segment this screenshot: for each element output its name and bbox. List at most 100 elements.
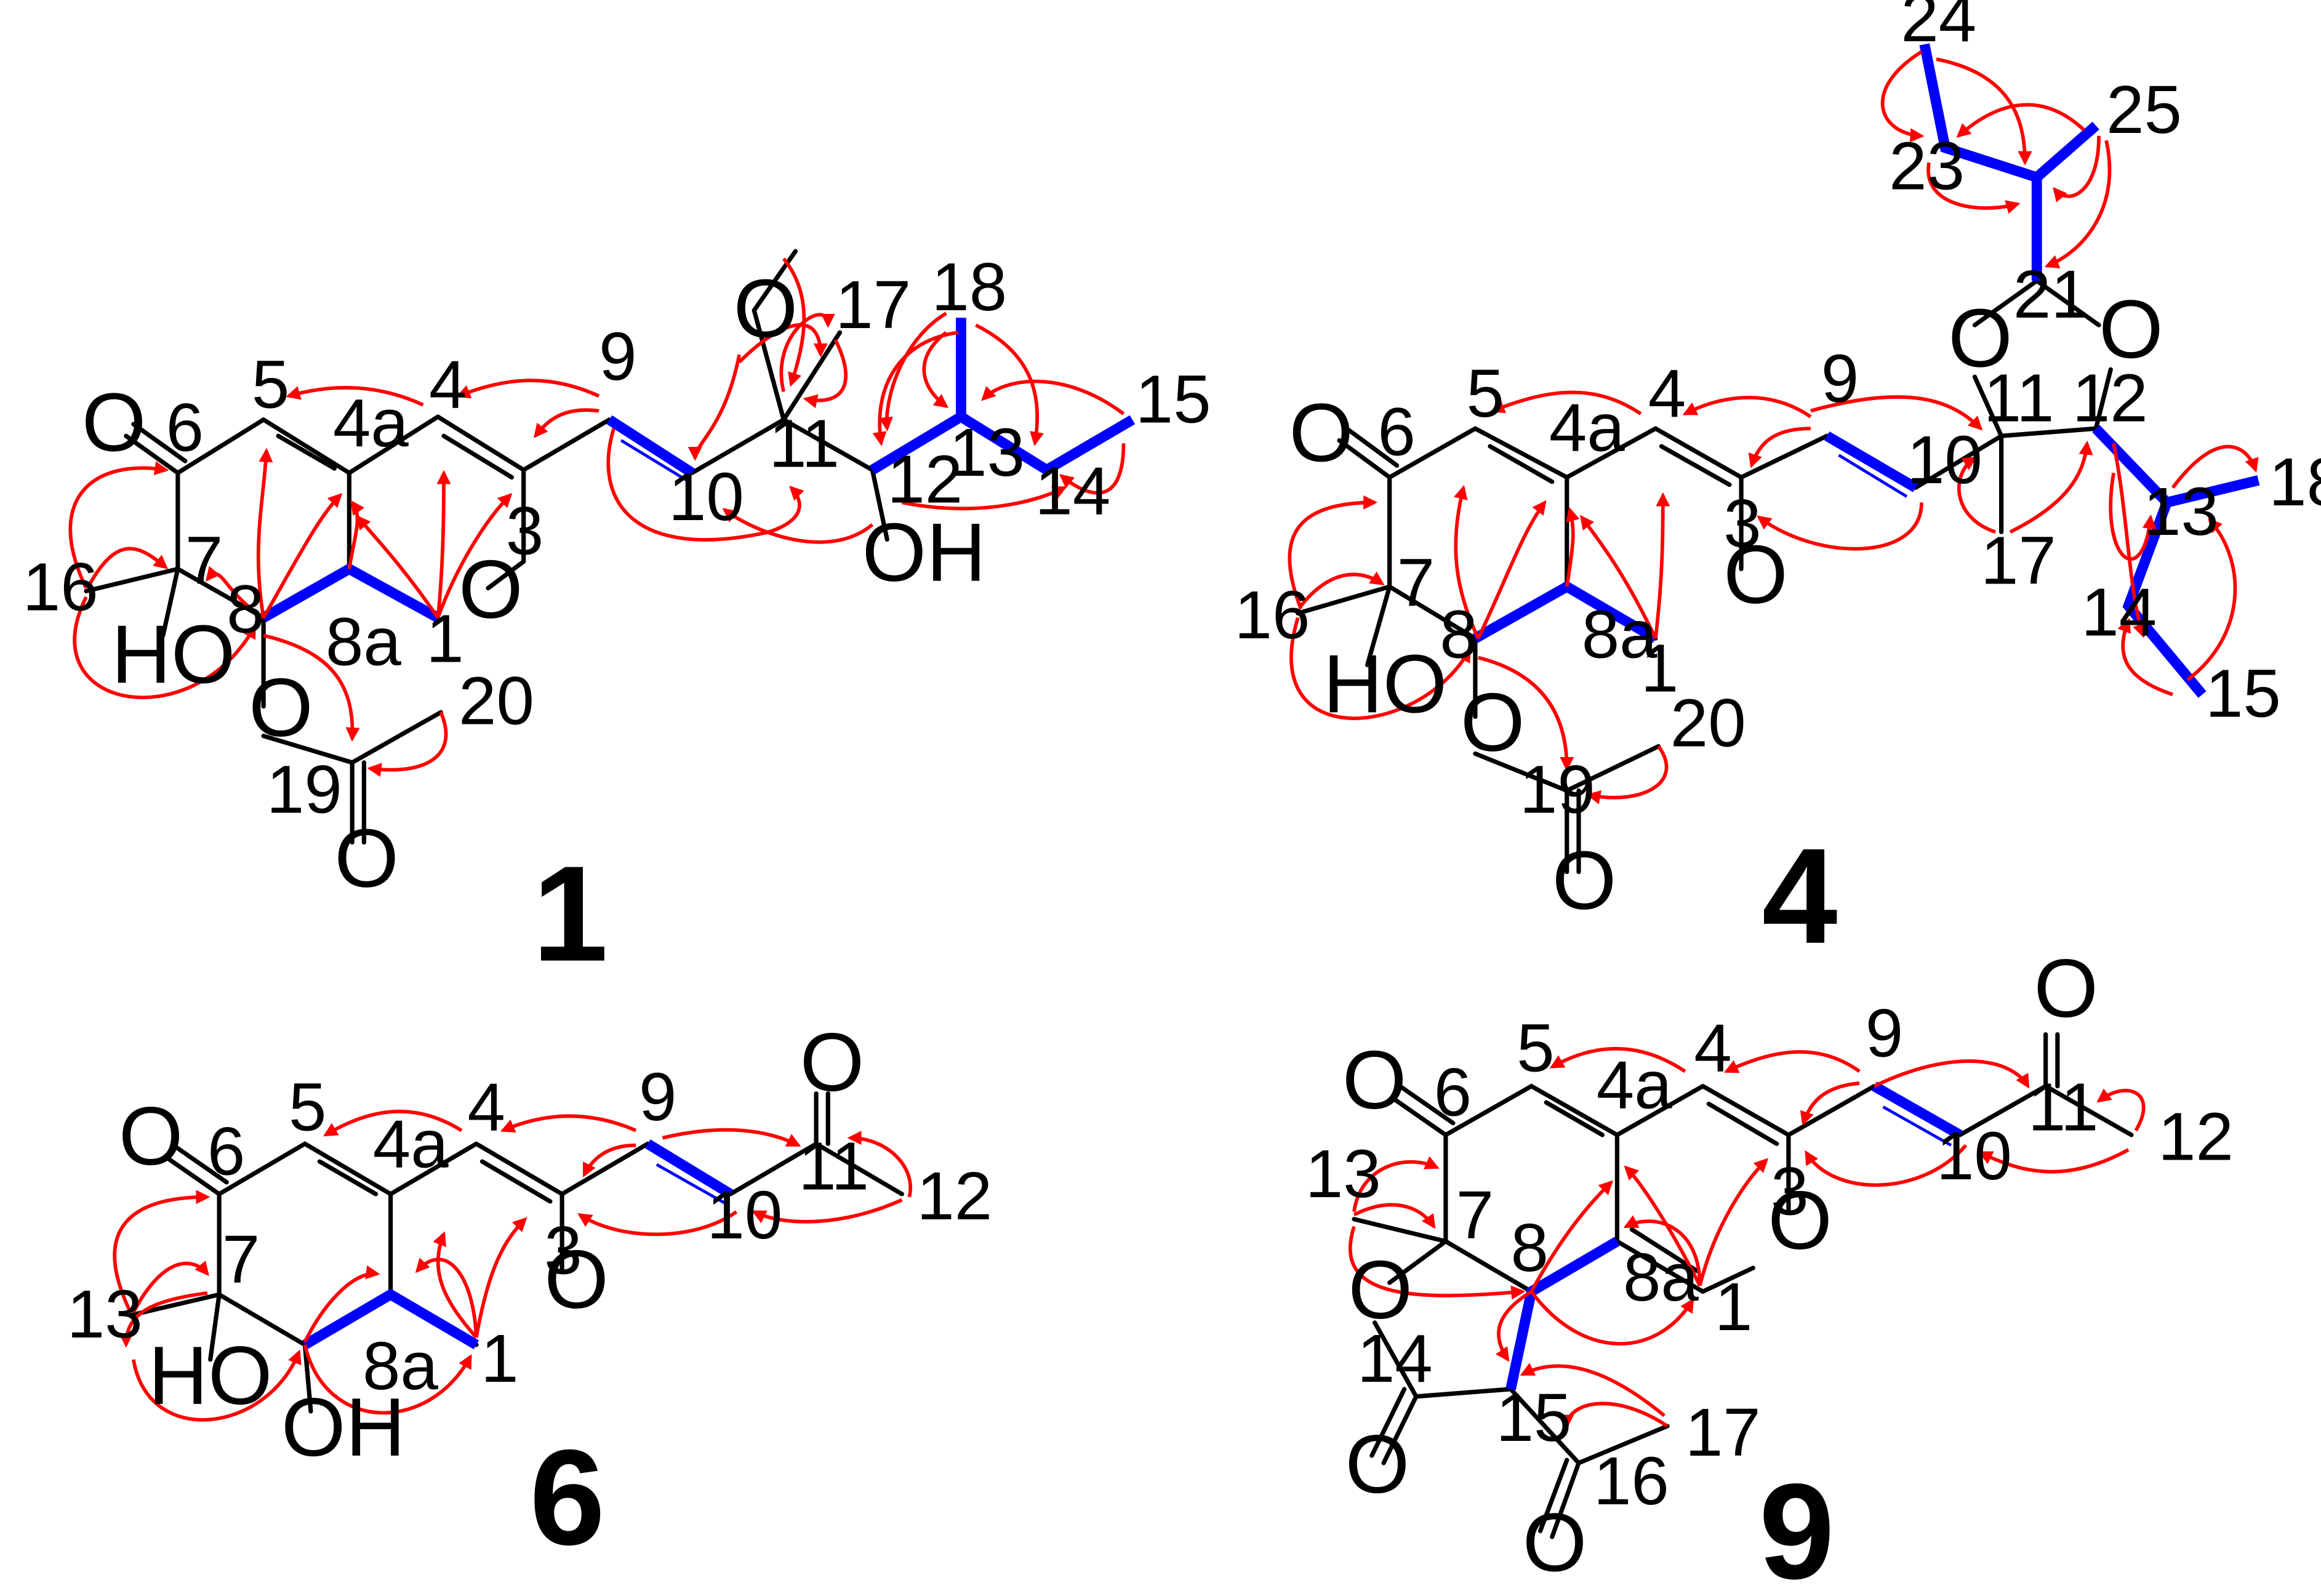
c6-atom-o11: O (800, 1016, 865, 1109)
c4-num-13: 13 (2143, 474, 2219, 550)
c6-atom-ho7: HO (148, 1329, 273, 1422)
compound-4-bonds (1296, 278, 2113, 875)
c4-num-23: 23 (1889, 128, 1965, 204)
compound-9: 5 4 4a 6 9 3 11 12 10 13 7 8 8a 1 14 15 … (1305, 942, 2234, 1596)
c4-num-8a: 8a (1582, 596, 1658, 672)
c4-num-11: 11 (1984, 360, 2054, 436)
c6-num-4a: 4a (373, 1107, 449, 1182)
compound-1-hmbc (68, 257, 1126, 777)
c4-num-12: 12 (2072, 360, 2148, 436)
compound-4-hmbc (1288, 50, 2259, 804)
compound-4-double-bond (1838, 454, 1908, 498)
c4-num-3: 3 (1723, 486, 1761, 561)
c9-num-15: 15 (1496, 1380, 1572, 1456)
c9-atom-o14: O (1345, 1418, 1410, 1510)
c1-atom-o-ring: O (459, 543, 523, 636)
c9-num-7: 7 (1456, 1177, 1494, 1253)
compound-1-bonds (84, 249, 889, 845)
c4-num-25: 25 (2106, 72, 2182, 148)
c4-num-19: 19 (1520, 752, 1595, 828)
c9-num-8a: 8a (1623, 1240, 1699, 1315)
c4-num-4: 4 (1648, 356, 1686, 431)
c4-num-4a: 4a (1549, 390, 1625, 465)
c4-atom-ho7: HO (1323, 638, 1448, 730)
c4-num-10: 10 (1907, 422, 1982, 498)
compound-1: 16 7 8 8a 1 5 4a 4 6 9 3 10 11 12 13 14 … (23, 249, 1211, 990)
c1-num-6: 6 (166, 390, 204, 465)
c1-num-8a: 8a (326, 604, 401, 680)
c1-num-8: 8 (226, 572, 264, 648)
c4-atom-o-ring: O (1723, 529, 1788, 621)
c9-num-13: 13 (1305, 1136, 1381, 1212)
c1-num-4: 4 (429, 347, 467, 423)
c1-atom-ome: O (734, 262, 798, 355)
c6-num-5: 5 (289, 1070, 326, 1145)
c9-atom-o-ring: O (1768, 1174, 1832, 1267)
c6-num-13: 13 (67, 1277, 143, 1352)
c6-num-12: 12 (916, 1158, 992, 1234)
c4-atom-o-dioxolane-right: O (2099, 283, 2163, 375)
c1-num-7: 7 (185, 523, 223, 598)
c9-num-4a: 4a (1597, 1048, 1672, 1123)
c9-num-10: 10 (1936, 1118, 2012, 1194)
c1-atom-oh12: OH (862, 507, 987, 599)
c1-num-19: 19 (267, 752, 342, 828)
c1-num-18: 18 (931, 249, 1007, 325)
c6-num-3: 3 (544, 1213, 582, 1289)
c4-atom-o-dioxolane-left: O (1948, 292, 2013, 384)
c9-atom-o11: O (2034, 942, 2098, 1035)
compound-4: 24 25 23 21 12 11 9 10 4 5 4a 6 3 16 7 8… (1235, 0, 2321, 972)
c4-num-21: 21 (2013, 257, 2089, 332)
c9-num-14: 14 (1357, 1321, 1433, 1397)
c9-atom-o6: O (1342, 1034, 1407, 1126)
c1-atom-o19: O (334, 812, 399, 905)
c1-num-13: 13 (949, 415, 1025, 491)
c4-num-16: 16 (1235, 577, 1310, 653)
c9-num-1: 1 (1715, 1269, 1752, 1345)
c1-atom-ho7: HO (111, 608, 236, 700)
c1-num-3: 3 (506, 493, 543, 569)
c6-num-1: 1 (481, 1321, 518, 1397)
compound-1-id: 1 (532, 838, 608, 990)
c6-num-8a: 8a (363, 1328, 438, 1404)
compound-9-hmbc (1348, 1046, 2146, 1429)
c4-num-5: 5 (1466, 356, 1504, 431)
c6-atom-o-ring: O (544, 1233, 609, 1326)
c4-num-18: 18 (2269, 444, 2321, 520)
c9-num-16: 16 (1593, 1443, 1669, 1519)
c4-num-1: 1 (1641, 631, 1678, 707)
c1-num-20: 20 (459, 663, 534, 739)
c9-num-11: 11 (2028, 1070, 2099, 1145)
c9-num-6: 6 (1434, 1055, 1472, 1131)
c6-num-4: 4 (467, 1070, 505, 1145)
c9-num-9: 9 (1866, 996, 1903, 1072)
c6-num-7: 7 (222, 1222, 260, 1297)
c4-num-17: 17 (1981, 523, 2056, 598)
c4-num-15: 15 (2205, 656, 2281, 731)
c4-num-14: 14 (2081, 574, 2157, 650)
compound-9-id: 9 (1759, 1455, 1835, 1596)
compound-1-labels: 16 7 8 8a 1 5 4a 4 6 9 3 10 11 12 13 14 … (23, 249, 1211, 904)
c9-num-17: 17 (1685, 1395, 1761, 1470)
compound-6-hmbc (113, 1109, 912, 1422)
c4-atom-o19: O (1552, 835, 1617, 927)
c9-num-12: 12 (2158, 1099, 2234, 1175)
c6-atom-oh8: OH (281, 1381, 406, 1474)
compound-6-id: 6 (529, 1421, 605, 1573)
c1-num-5: 5 (252, 347, 289, 423)
c1-num-17: 17 (835, 267, 911, 343)
compound-6-double-bond (655, 1163, 726, 1205)
compound-4-id: 4 (1762, 820, 1838, 972)
compound-9-double-bond (1882, 1105, 1952, 1147)
c1-num-15: 15 (1136, 362, 1211, 438)
c4-num-9: 9 (1821, 341, 1859, 417)
compound-1-double-bond (620, 439, 690, 483)
c6-num-6: 6 (207, 1114, 245, 1190)
c9-atom-o16: O (1523, 1496, 1587, 1589)
compound-6: 5 4a 4 6 9 3 10 11 12 7 13 8a 1 O HO OH … (67, 1016, 992, 1573)
compound-9-bonds (1352, 1032, 2134, 1539)
c1-atom-o6: O (82, 376, 146, 468)
c4-num-24: 24 (1901, 0, 1976, 56)
compound-6-labels: 5 4a 4 6 9 3 10 11 12 7 13 8a 1 O HO OH … (67, 1016, 992, 1474)
